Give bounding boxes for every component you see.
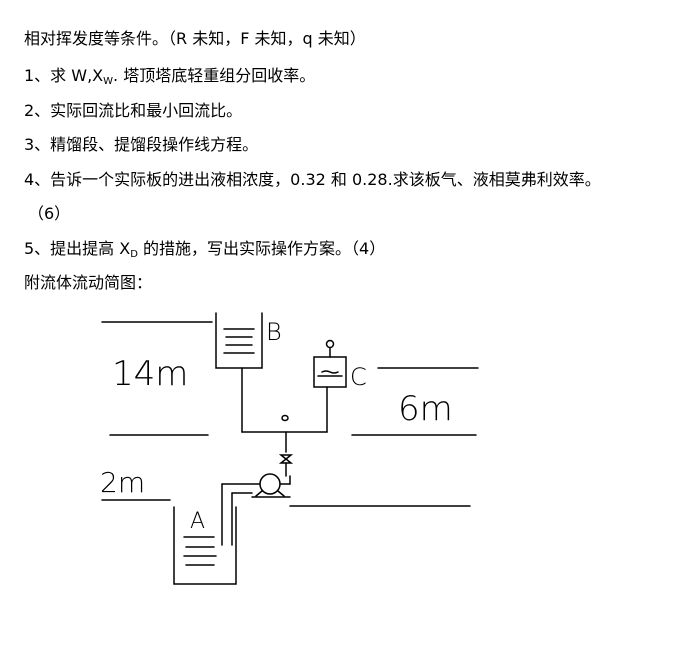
tank-a [173,506,237,585]
question-4: 4、告诉一个实际板的进出液相浓度，0.32 和 0.28.求该板气、液相莫弗利效… [24,170,601,189]
label-a: A [190,509,205,534]
question-1: 1、求 W,XW. 塔顶塔底轻重组分回收率。 [24,65,315,93]
figure-caption: 附流体流动简图： [24,273,153,292]
valve-icon [278,454,294,464]
label-b: B [266,318,282,346]
q1-subscript: W [103,76,114,87]
q1-suffix: . 塔顶塔底轻重组分回收率。 [113,66,316,85]
q1-prefix: 1、求 W,X [24,66,104,85]
height-label-2m: 2m [100,466,145,499]
label-c: C [350,363,367,391]
height-label-6m: 6m [398,389,453,429]
question-3: 3、精馏段、提馏段操作线方程。 [24,135,259,154]
q5-suffix: 的措施，写出实际操作方案。（4） [137,239,386,258]
q5-subscript: D [130,249,138,260]
question-2: 2、实际回流比和最小回流比。 [24,101,243,120]
q5-prefix: 5、提出提高 X [24,239,131,258]
intro-line: 相对挥发度等条件。（R 未知，F 未知，q 未知） [24,29,366,48]
height-label-14m: 14m [112,354,188,394]
pressure-gauge-icon [325,339,335,349]
question-4-points: （6） [28,204,71,223]
question-5: 5、提出提高 XD 的措施，写出实际操作方案。（4） [24,238,385,266]
tank-b [215,312,263,369]
pump-icon [259,473,281,495]
flow-marker [281,414,289,422]
